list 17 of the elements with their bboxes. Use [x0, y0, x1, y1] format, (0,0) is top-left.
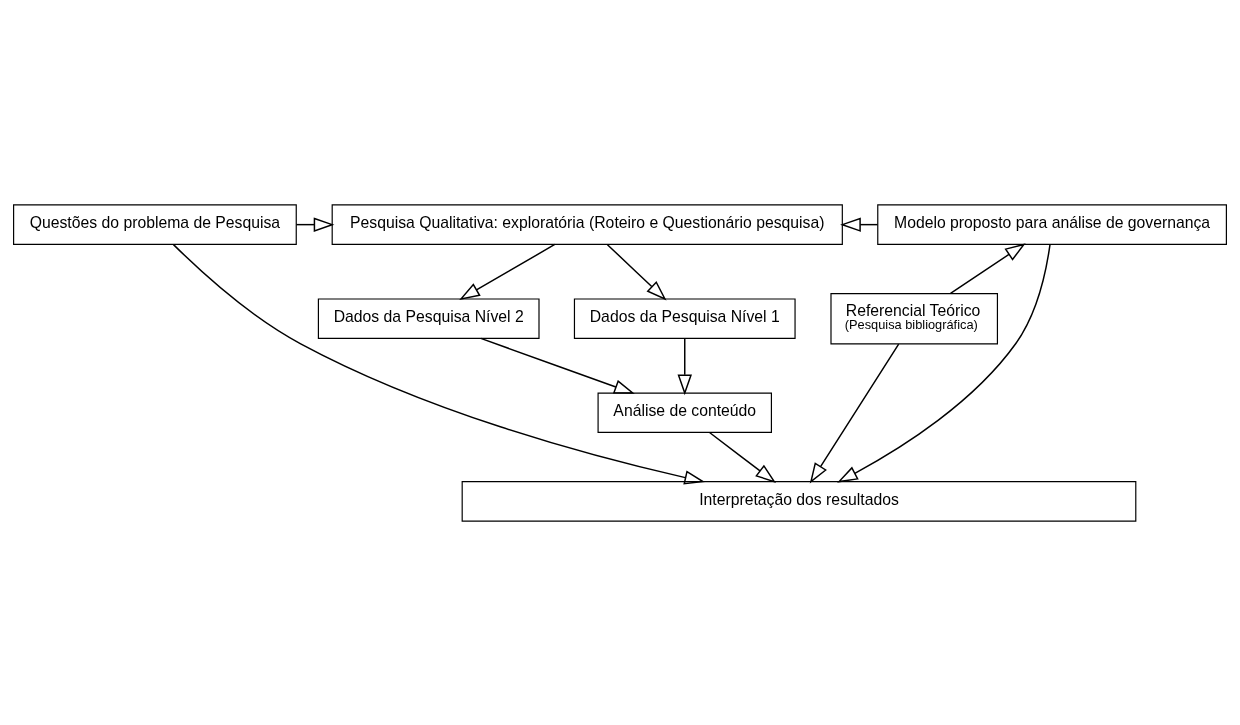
- arrow: [949, 242, 1026, 294]
- arrow: [837, 243, 1051, 483]
- node-box: Dados da Pesquisa Nível 2: [317, 297, 540, 339]
- arrow: [480, 337, 635, 394]
- arrow: [606, 243, 667, 300]
- node-box: Dados da Pesquisa Nível 1: [573, 297, 796, 339]
- node-box: Modelo proposto para análise de governança: [877, 203, 1227, 245]
- arrow: [677, 337, 692, 395]
- node-box: Análise de conteúdo: [597, 391, 772, 433]
- arrow: [459, 243, 556, 300]
- node-box: Questões do problema de Pesquisa: [13, 203, 297, 245]
- node-box: Interpretação dos resultados: [461, 480, 1137, 522]
- arrow: [809, 342, 900, 483]
- node-box: Referencial Teórico (Pesquisa bibliográfica): [830, 292, 998, 344]
- node-box: Pesquisa Qualitativa: exploratória (Roteiro e Questionário pesquisa): [331, 203, 843, 245]
- arrow: [172, 243, 706, 485]
- arrow: [708, 431, 777, 483]
